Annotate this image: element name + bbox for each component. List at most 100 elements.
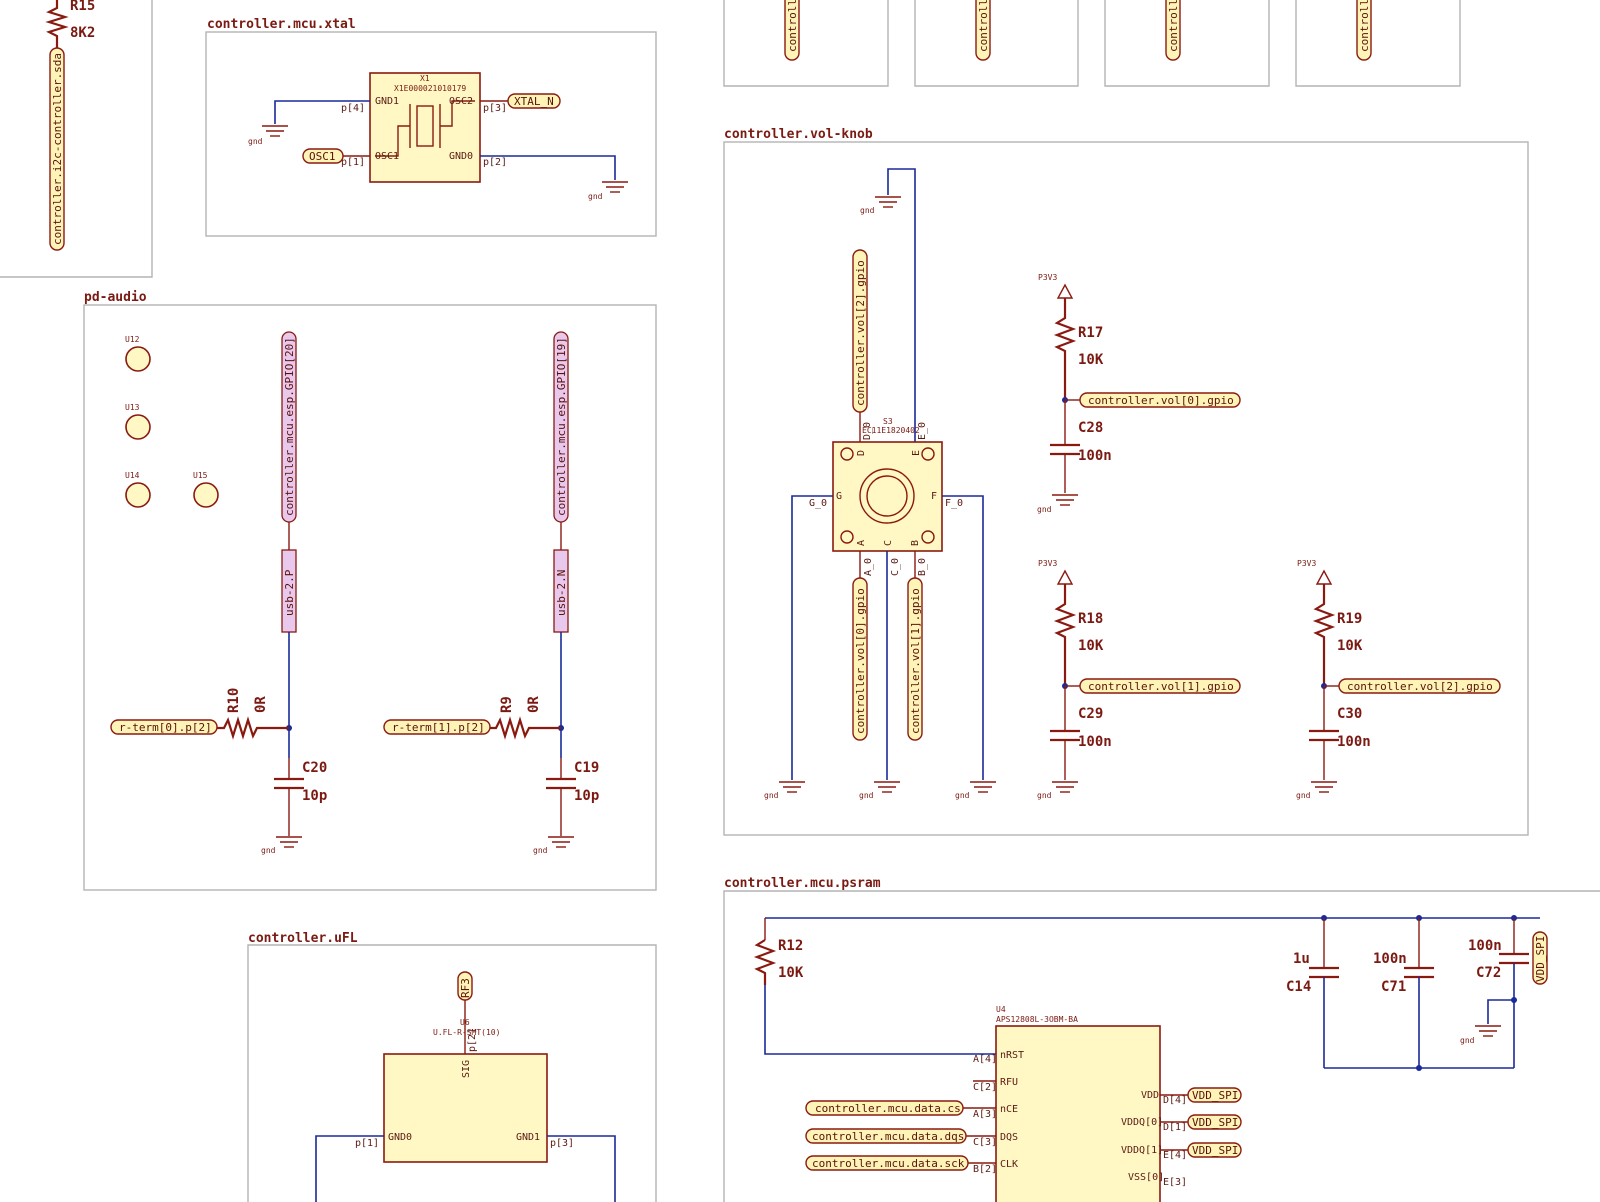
r17-resistor[interactable] xyxy=(1053,298,1077,400)
x1-int-left xyxy=(375,125,410,157)
knob-icon xyxy=(859,468,915,524)
s3-hole-br xyxy=(921,530,935,544)
r15-resistor[interactable] xyxy=(45,0,69,48)
c20-ref: C20 xyxy=(302,760,327,776)
net-label-data-sck[interactable] xyxy=(805,1155,969,1171)
x1-body[interactable] xyxy=(369,72,481,183)
r10-resistor[interactable] xyxy=(217,716,289,740)
wire-g-gnd xyxy=(791,495,833,780)
s3-body[interactable] xyxy=(832,441,943,552)
r15-net-label[interactable] xyxy=(49,47,65,251)
s3-pnum-g0: G_0 xyxy=(809,498,827,509)
gnd-icon xyxy=(779,781,805,793)
s3-hole-tl xyxy=(840,447,854,461)
net-label-top-1[interactable] xyxy=(784,0,800,61)
r12-resistor[interactable] xyxy=(753,939,777,985)
r17-ref: R17 xyxy=(1078,325,1103,341)
c30-ref: C30 xyxy=(1337,706,1362,722)
u13-ref: U13 xyxy=(125,403,140,412)
net-label-vdd-spi-1-text: VDD_SPI xyxy=(1192,1089,1238,1102)
u4-pin-dqs: DQS xyxy=(1000,1132,1018,1143)
c72-ref: C72 xyxy=(1476,965,1501,981)
net-label-osc1[interactable] xyxy=(302,148,344,164)
u6-part: U.FL-R-SMT(10) xyxy=(433,1028,500,1037)
net-label-xtal-n[interactable] xyxy=(507,93,561,109)
net-label-data-cs[interactable] xyxy=(805,1100,964,1116)
r18-value: 10K xyxy=(1078,638,1104,654)
u12-pad[interactable] xyxy=(125,346,151,372)
r9-resistor[interactable] xyxy=(490,716,561,740)
u15-pad[interactable] xyxy=(193,482,219,508)
r19-resistor[interactable] xyxy=(1312,584,1336,686)
s3-pnum-e0: E_0 xyxy=(917,422,928,440)
gnd-label: gnd xyxy=(764,791,779,800)
net-label-top-4-text: controll xyxy=(1358,0,1371,52)
u4-pnum-a3: A[3] xyxy=(973,1109,997,1120)
gnd-label: gnd xyxy=(859,791,874,800)
power-arrow-icon xyxy=(1315,569,1333,585)
gnd-label: gnd xyxy=(588,192,603,201)
net-label-vol0-bottom[interactable] xyxy=(852,577,868,741)
x1-ref: X1 xyxy=(420,74,430,83)
c14-ref: C14 xyxy=(1286,979,1311,995)
s3-pin-c: C xyxy=(883,540,894,546)
r15-group: R15 8K2 controller.i2c-controller.sda xyxy=(45,0,95,251)
gnd-icon xyxy=(874,781,900,793)
net-label-top-4[interactable] xyxy=(1356,0,1372,61)
x1-wire-gnd0 xyxy=(480,155,616,180)
r9-ref: R9 xyxy=(499,696,515,713)
u6-body[interactable] xyxy=(383,1053,548,1163)
net-label-data-dqs[interactable] xyxy=(805,1128,967,1144)
net-label-osc1-text: OSC1 xyxy=(309,150,336,163)
r15-net-text: controller.i2c-controller.sda xyxy=(51,53,64,245)
net-label-xtal-n-text: XTAL_N xyxy=(514,95,554,108)
u4-pin-vss0: VSS[0] xyxy=(1128,1172,1164,1183)
gnd-icon xyxy=(602,181,628,193)
p3v3-label: P3V3 xyxy=(1038,273,1057,282)
net-label-vdd-spi-side[interactable] xyxy=(1532,931,1548,985)
net-label-top-2-text: controll xyxy=(977,0,990,52)
u4-ref: U4 xyxy=(996,1005,1006,1014)
net-label-vdd-spi-2[interactable] xyxy=(1187,1114,1242,1130)
net-label-gpio20-text: controller.mcu.esp.GPIO[20] xyxy=(283,337,296,516)
s3-ref: S3 xyxy=(883,417,893,426)
wire-c72-gnd xyxy=(1487,999,1514,1024)
net-label-vol0[interactable] xyxy=(1079,392,1241,408)
r10-ref: R10 xyxy=(226,688,242,713)
wire-ufl-gnd1 xyxy=(547,1135,616,1202)
x1-int-right xyxy=(440,100,475,127)
r15-ref: R15 xyxy=(70,0,95,14)
net-label-vol1-text: controller.vol[1].gpio xyxy=(1088,680,1234,693)
r17-value: 10K xyxy=(1078,352,1104,368)
u4-body[interactable] xyxy=(995,1025,1161,1202)
net-label-top-2[interactable] xyxy=(975,0,991,61)
u14-pad[interactable] xyxy=(125,482,151,508)
net-label-top-3[interactable] xyxy=(1165,0,1181,61)
power-arrow-icon xyxy=(1056,569,1074,585)
frame-top-2 xyxy=(914,0,1079,87)
gnd-icon xyxy=(1052,781,1078,793)
net-label-vol1[interactable] xyxy=(1079,678,1241,694)
frame-top-3 xyxy=(1104,0,1270,87)
u6-pnum-p1: p[1] xyxy=(355,1138,379,1149)
net-label-vdd-spi-2-text: VDD_SPI xyxy=(1192,1116,1238,1129)
gnd-icon xyxy=(1052,494,1078,506)
u4-pnum-d4: D[4] xyxy=(1163,1095,1187,1106)
r18-resistor[interactable] xyxy=(1053,584,1077,686)
x1-pin-osc2: OSC2 xyxy=(449,96,473,107)
frame-vol-knob xyxy=(723,141,1529,836)
gnd-icon xyxy=(875,196,901,208)
gnd-label: gnd xyxy=(955,791,970,800)
net-label-vol1-bottom[interactable] xyxy=(907,577,923,741)
u13-pad[interactable] xyxy=(125,414,151,440)
c71-ref: C71 xyxy=(1381,979,1406,995)
net-label-data-sck-text: controller.mcu.data.sck xyxy=(812,1157,965,1170)
net-label-vdd-spi-3[interactable] xyxy=(1187,1142,1242,1158)
p3v3-label: P3V3 xyxy=(1297,559,1316,568)
net-label-gpio19-text: controller.mcu.esp.GPIO[19] xyxy=(555,337,568,516)
title-pd-audio: pd-audio xyxy=(84,290,147,305)
net-label-vdd-spi-1[interactable] xyxy=(1187,1087,1242,1103)
net-label-vol2[interactable] xyxy=(1338,678,1501,694)
u6-pin-gnd1: GND1 xyxy=(516,1132,540,1143)
